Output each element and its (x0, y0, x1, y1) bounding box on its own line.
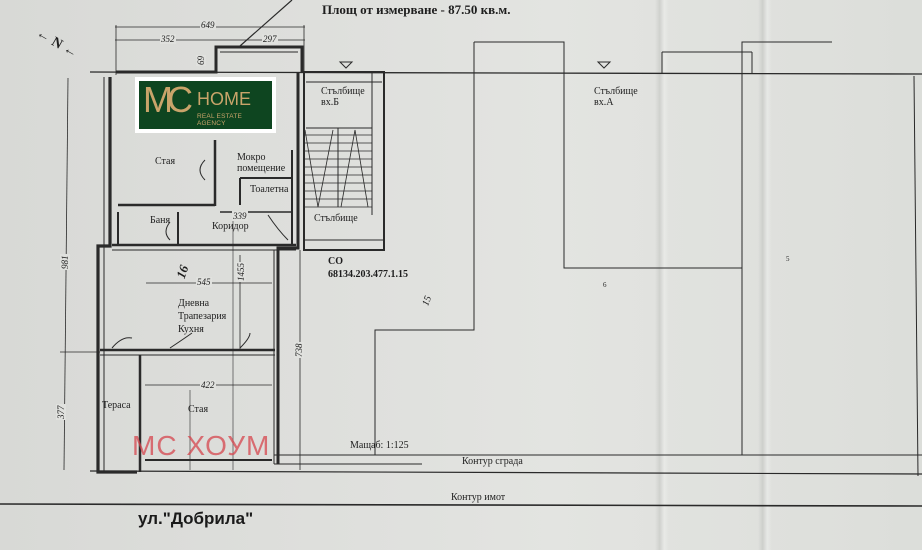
building-outline-label: Контур сграда (462, 456, 523, 467)
stairs-a-label: Стълбище вх.А (594, 86, 638, 108)
mc-home-watermark: МС ХОУМ (132, 430, 271, 461)
room-corridor: Коридор (212, 221, 249, 232)
plot-number-6: 6 (603, 281, 607, 289)
dimension-side-height: 738 (294, 342, 304, 358)
room-toilet: Тоалетна (250, 184, 289, 195)
plot-number-5: 5 (786, 255, 790, 263)
room-terrace: Тераса (102, 400, 131, 411)
room-bath: Баня (150, 215, 171, 226)
paper-fold-right (758, 0, 772, 550)
room-living-kitchen: Дневна Трапезария Кухня (178, 298, 227, 335)
co-label: СО (328, 256, 343, 267)
dimension-bedroom-width: 422 (200, 380, 216, 390)
street-name: ул."Добрила" (138, 509, 254, 528)
stairs-b-label: Стълбище вх.Б (321, 86, 365, 108)
property-outline-label: Контур имот (451, 492, 506, 503)
dimension-corridor-width: 339 (232, 211, 248, 221)
dimension-bottom-height: 377 (56, 404, 66, 420)
dimension-living-width: 545 (196, 277, 212, 287)
stairs-label: Стълбище (314, 213, 358, 224)
dimension-total-height: 981 (60, 254, 70, 270)
scale-label: Мащаб: 1:125 (350, 440, 409, 451)
mc-home-logo: MC HOME REAL ESTATE AGENCY (135, 77, 276, 133)
room-bedroom-top: Стая (155, 156, 176, 167)
dimension-living-height: 1455 (236, 262, 246, 282)
cadastral-id: 68134.203.477.1.15 (328, 269, 408, 280)
dimension-right-width: 297 (262, 34, 278, 44)
dimension-top-depth: 69 (196, 55, 206, 66)
room-wet: Мокро помещение (237, 152, 286, 174)
paper-fold-left (655, 0, 669, 550)
dimension-left-width: 352 (160, 34, 176, 44)
measured-area-title: Площ от измерване - 87.50 кв.м. (322, 2, 511, 17)
room-bedroom-bottom: Стая (188, 404, 209, 415)
dimension-total-width: 649 (200, 20, 216, 30)
